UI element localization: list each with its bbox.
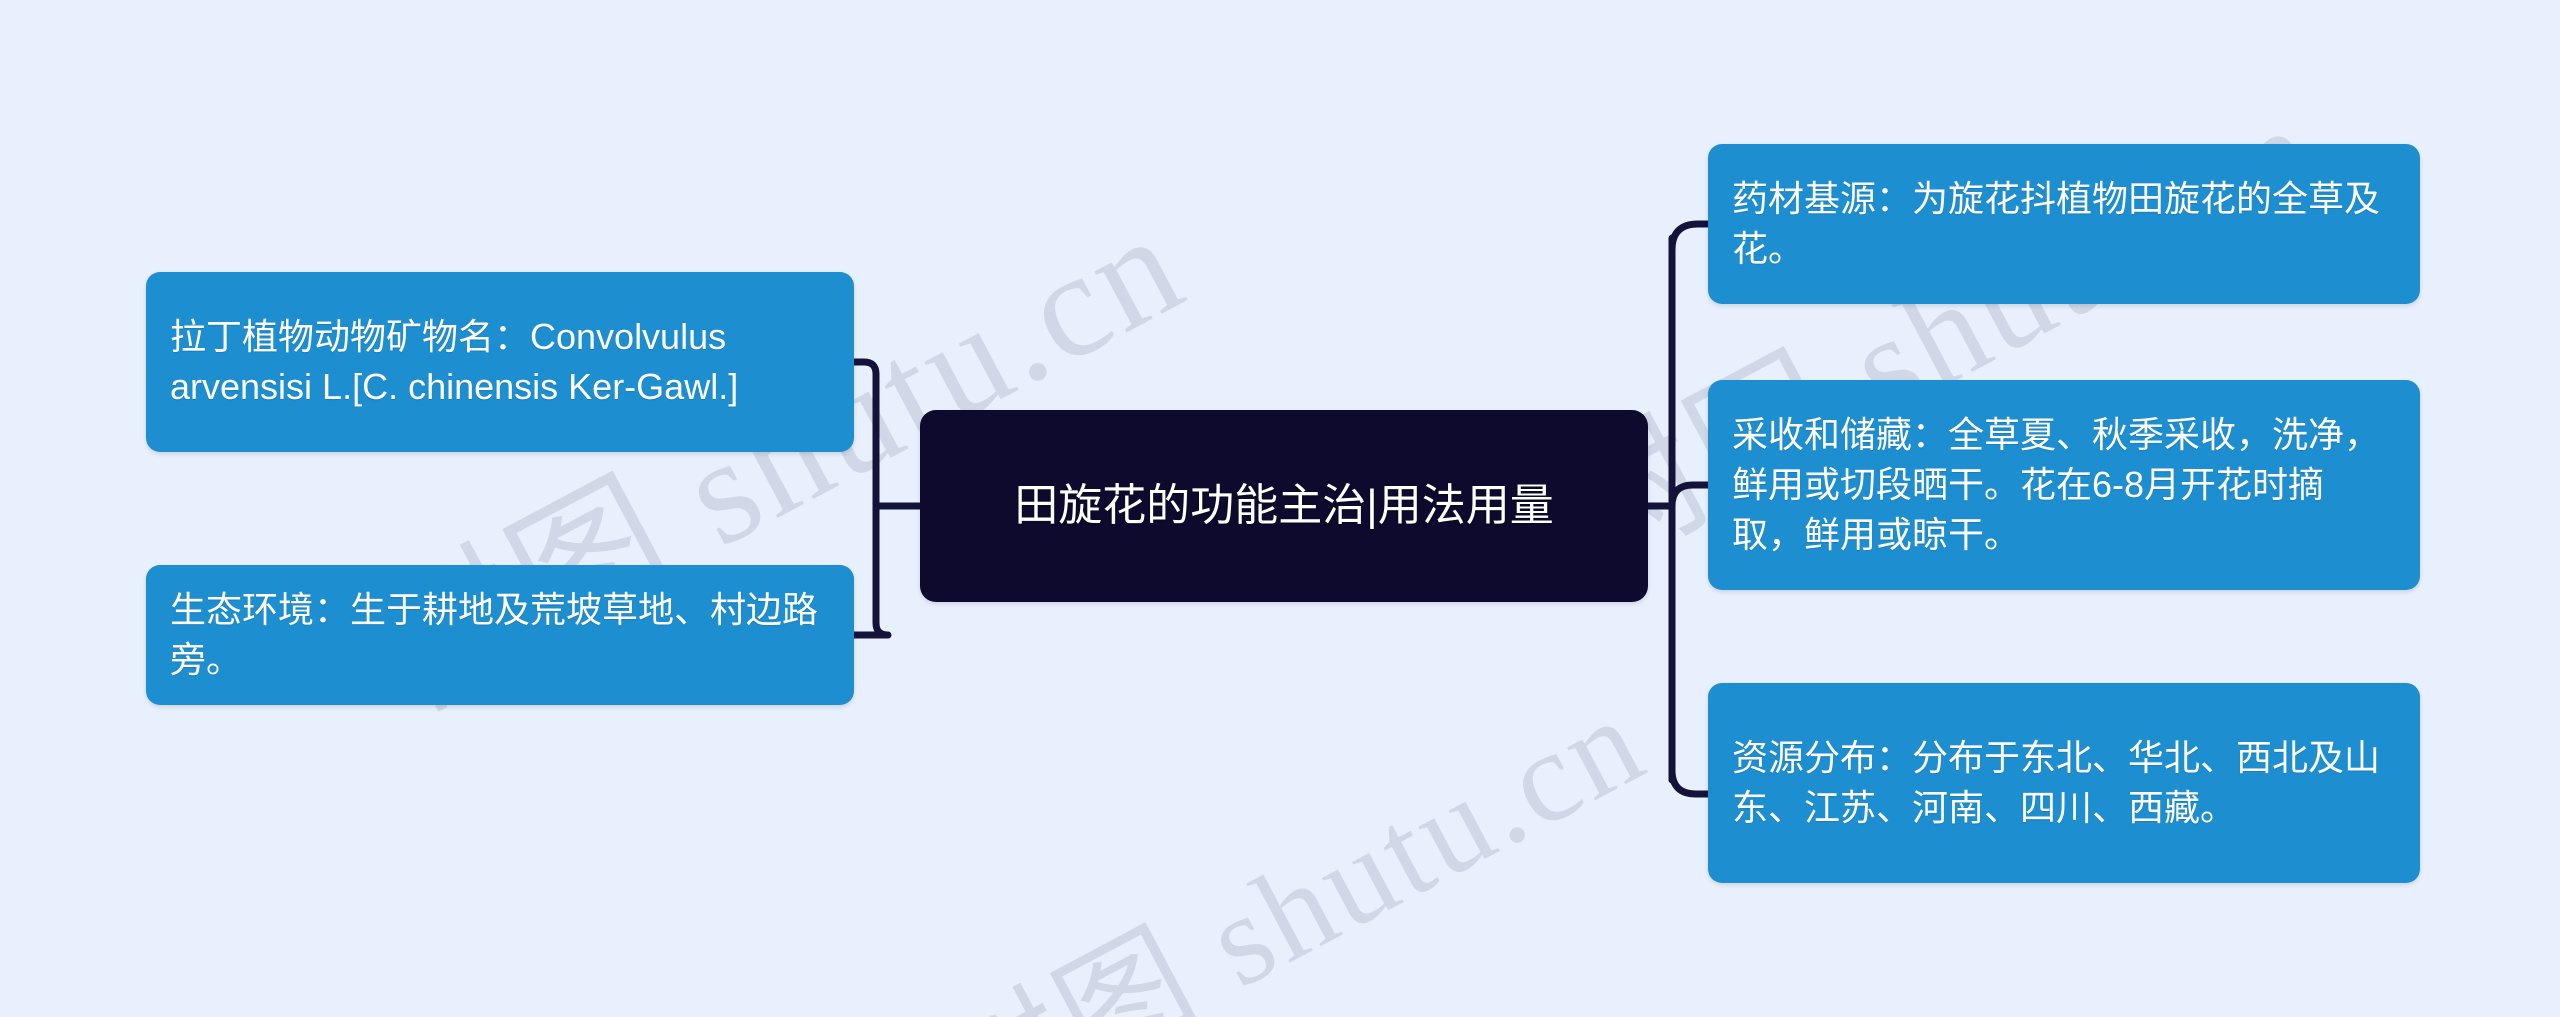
mindmap-node-resource-distribution[interactable]: 资源分布：分布于东北、华北、西北及山东、江苏、河南、四川、西藏。	[1708, 683, 2420, 883]
node-label-medicinal-source: 药材基源：为旋花抖植物田旋花的全草及花。	[1732, 178, 2381, 269]
node-label-harvest-storage: 采收和储藏：全草夏、秋季采收，洗净，鲜用或切段晒干。花在6-8月开花时摘取，鲜用…	[1732, 414, 2381, 555]
node-label-ecology: 生态环境：生于耕地及荒坡草地、村边路旁。	[170, 589, 819, 680]
mindmap-node-ecology[interactable]: 生态环境：生于耕地及荒坡草地、村边路旁。	[146, 565, 854, 705]
connector-right-dist	[1668, 766, 1712, 798]
root-node-label: 田旋花的功能主治|用法用量	[1014, 480, 1554, 530]
node-label-latin-name: 拉丁植物动物矿物名：Convolvulus arvensisi L.[C. ch…	[170, 316, 739, 407]
connector-right-source	[1668, 220, 1712, 254]
connector-right-harvest	[1668, 481, 1712, 510]
mindmap-node-latin-name[interactable]: 拉丁植物动物矿物名：Convolvulus arvensisi L.[C. ch…	[146, 272, 854, 452]
mindmap-node-medicinal-source[interactable]: 药材基源：为旋花抖植物田旋花的全草及花。	[1708, 144, 2420, 304]
node-label-resource-distribution: 资源分布：分布于东北、华北、西北及山东、江苏、河南、四川、西藏。	[1732, 737, 2381, 828]
mindmap-node-harvest-storage[interactable]: 采收和储藏：全草夏、秋季采收，洗净，鲜用或切段晒干。花在6-8月开花时摘取，鲜用…	[1708, 380, 2420, 590]
mindmap-root-node[interactable]: 田旋花的功能主治|用法用量	[920, 410, 1648, 602]
connector-left-latin	[850, 358, 880, 384]
watermark-text: 树图 shutu.cn	[916, 667, 1667, 1017]
connector-left-ecology	[850, 616, 892, 639]
